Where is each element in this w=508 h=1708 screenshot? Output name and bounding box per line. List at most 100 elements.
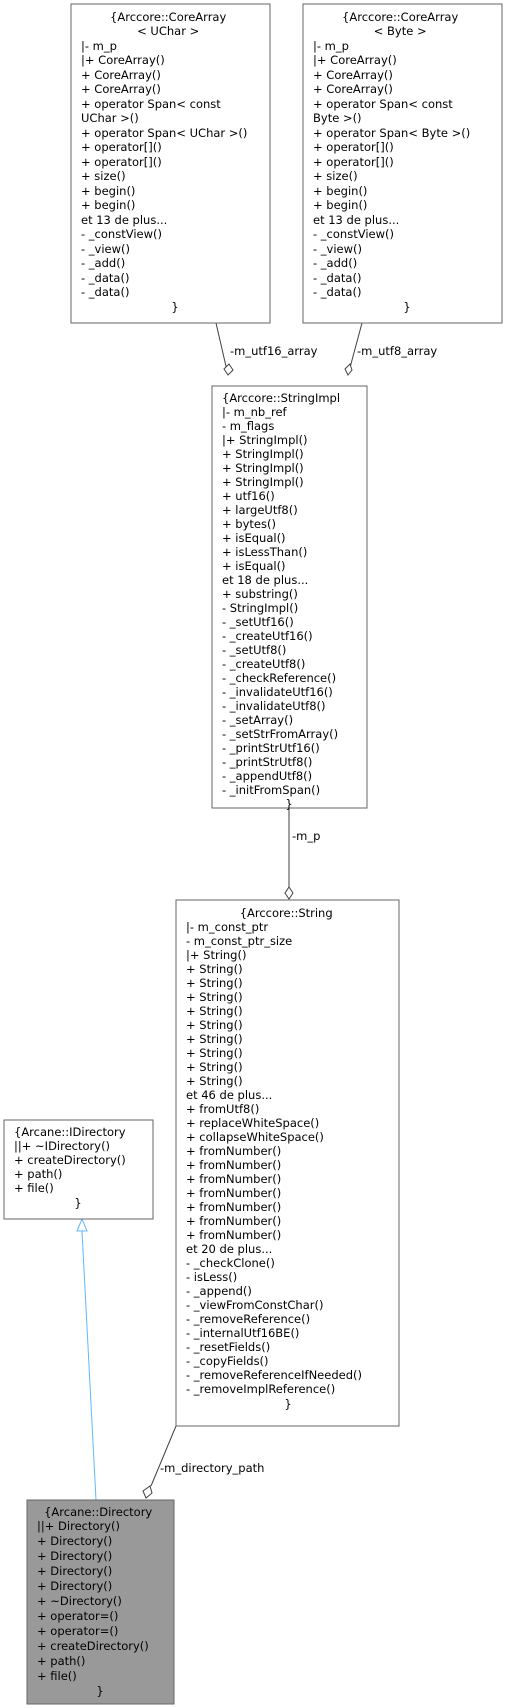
node-line: + begin() — [81, 184, 135, 198]
node-line: + collapseWhiteSpace() — [186, 1130, 324, 1144]
node-line: |+ CoreArray() — [81, 53, 165, 67]
node-line: + fromNumber() — [186, 1214, 281, 1228]
node-line: + StringImpl() — [222, 447, 304, 461]
node-line: + operator[]() — [313, 155, 394, 169]
node-line: + StringImpl() — [222, 475, 304, 489]
edge-label-m-p: -m_p — [292, 829, 320, 843]
node-line: - _setArray() — [222, 713, 293, 727]
node-line: - isLess() — [186, 1270, 237, 1284]
node-line: - _setUtf16() — [222, 615, 294, 629]
node-line: } — [171, 300, 178, 314]
node-line: - _invalidateUtf16() — [222, 685, 333, 699]
node-line: - _constView() — [81, 227, 162, 241]
node-line: |+ StringImpl() — [222, 433, 308, 447]
node-line: + file() — [37, 1669, 77, 1683]
node-line: + size() — [81, 169, 126, 183]
node-line: + operator[]() — [313, 140, 394, 154]
edge-label-utf16-array: -m_utf16_array — [230, 344, 318, 358]
edge-directory-path — [150, 1425, 177, 1487]
node-corearray-uchar: {Arccore::CoreArray < UChar > |- m_p |+ … — [70, 3, 271, 324]
node-line: + fromNumber() — [186, 1186, 281, 1200]
node-line: - _resetFields() — [186, 1340, 270, 1354]
node-line: + CoreArray() — [81, 68, 161, 82]
node-line: + fromNumber() — [186, 1172, 281, 1186]
node-line: + fromNumber() — [186, 1200, 281, 1214]
node-line: + ~Directory() — [37, 1594, 122, 1608]
node-line: - _constView() — [313, 227, 394, 241]
edge-label-utf8-array: -m_utf8_array — [357, 344, 437, 358]
node-line: < Byte > — [374, 24, 427, 38]
node-line: + begin() — [313, 198, 367, 212]
node-line: + String() — [186, 962, 243, 976]
edge-directory-path-diamond — [142, 1485, 153, 1499]
node-line: + fromUtf8() — [186, 1102, 259, 1116]
node-line: + operator=() — [37, 1609, 118, 1623]
node-line: + fromNumber() — [186, 1228, 281, 1242]
node-text: {Arccore::CoreArray < Byte > |- m_p |+ C… — [313, 10, 474, 314]
node-line: + String() — [186, 1004, 243, 1018]
edge-utf16-diamond — [223, 363, 234, 376]
node-line: |- m_nb_ref — [222, 405, 288, 419]
node-line: - _createUtf16() — [222, 629, 313, 643]
node-string: {Arccore::String |- m_const_ptr - m_cons… — [175, 899, 400, 1427]
node-line: Byte >() — [313, 111, 362, 125]
node-text: {Arccore::StringImpl |- m_nb_ref - m_fla… — [222, 391, 344, 811]
edge-label-directory-path: -m_directory_path — [160, 1461, 264, 1475]
node-idirectory: {Arcane::IDirectory ||+ ~IDirectory() + … — [3, 1119, 154, 1220]
node-line: + operator Span< UChar >() — [81, 126, 247, 140]
node-line: - _removeReference() — [186, 1312, 310, 1326]
node-line: + operator Span< const — [81, 97, 221, 111]
node-line: + operator=() — [37, 1624, 118, 1638]
node-line: + size() — [313, 169, 358, 183]
node-line: + createDirectory() — [14, 1153, 126, 1167]
node-line: + bytes() — [222, 517, 276, 531]
node-line: - _appendUtf8() — [222, 769, 312, 783]
node-line: + Directory() — [37, 1564, 112, 1578]
node-line: + String() — [186, 1018, 243, 1032]
node-line: + utf16() — [222, 489, 275, 503]
node-text: {Arcane::IDirectory ||+ ~IDirectory() + … — [14, 1125, 129, 1210]
node-line: + path() — [37, 1654, 85, 1668]
node-line: + String() — [186, 976, 243, 990]
node-text: {Arccore::CoreArray < UChar > |- m_p |+ … — [81, 10, 251, 314]
node-box — [211, 385, 368, 809]
node-line: et 46 de plus... — [186, 1088, 272, 1102]
node-line: - m_flags — [222, 419, 274, 433]
node-line: {Arcane::IDirectory — [14, 1125, 126, 1139]
node-line: |- m_p — [81, 39, 117, 53]
node-line: - _createUtf8() — [222, 657, 305, 671]
node-line: - _checkReference() — [222, 671, 336, 685]
node-line: - _checkClone() — [186, 1256, 275, 1270]
node-line: - _initFromSpan() — [222, 783, 320, 797]
node-line: < UChar > — [137, 24, 199, 38]
node-line: - _add() — [313, 256, 357, 270]
node-line: {Arccore::CoreArray — [110, 10, 226, 24]
node-line: + operator Span< const — [313, 97, 453, 111]
node-line: - _data() — [313, 271, 361, 285]
node-text: {Arcane::Directory ||+ Directory() + Dir… — [37, 1505, 156, 1698]
node-line: - _copyFields() — [186, 1354, 269, 1368]
node-line: + String() — [186, 1060, 243, 1074]
node-line: - _printStrUtf16() — [222, 741, 320, 755]
node-line: + Directory() — [37, 1579, 112, 1593]
node-line: } — [74, 1196, 81, 1210]
node-line: {Arccore::StringImpl — [222, 391, 340, 405]
node-line: + createDirectory() — [37, 1639, 149, 1653]
edge-m-p-diamond — [284, 886, 294, 900]
node-line: - m_const_ptr_size — [186, 934, 292, 948]
node-box — [3, 1119, 154, 1220]
node-line: + fromNumber() — [186, 1158, 281, 1172]
node-line: + isEqual() — [222, 559, 286, 573]
node-line: - _data() — [81, 271, 129, 285]
node-line: - _append() — [186, 1284, 252, 1298]
node-directory: {Arcane::Directory ||+ Directory() + Dir… — [26, 1499, 175, 1705]
node-line: + isEqual() — [222, 531, 286, 545]
node-box — [175, 899, 400, 1427]
inheritance-arrow-icon — [76, 1217, 88, 1232]
node-line: - _add() — [81, 256, 125, 270]
node-line: - _invalidateUtf8() — [222, 699, 325, 713]
node-line: - _data() — [81, 285, 129, 299]
node-line: + CoreArray() — [313, 82, 393, 96]
edge-utf8-diamond — [344, 363, 353, 376]
node-line: + replaceWhiteSpace() — [186, 1116, 319, 1130]
